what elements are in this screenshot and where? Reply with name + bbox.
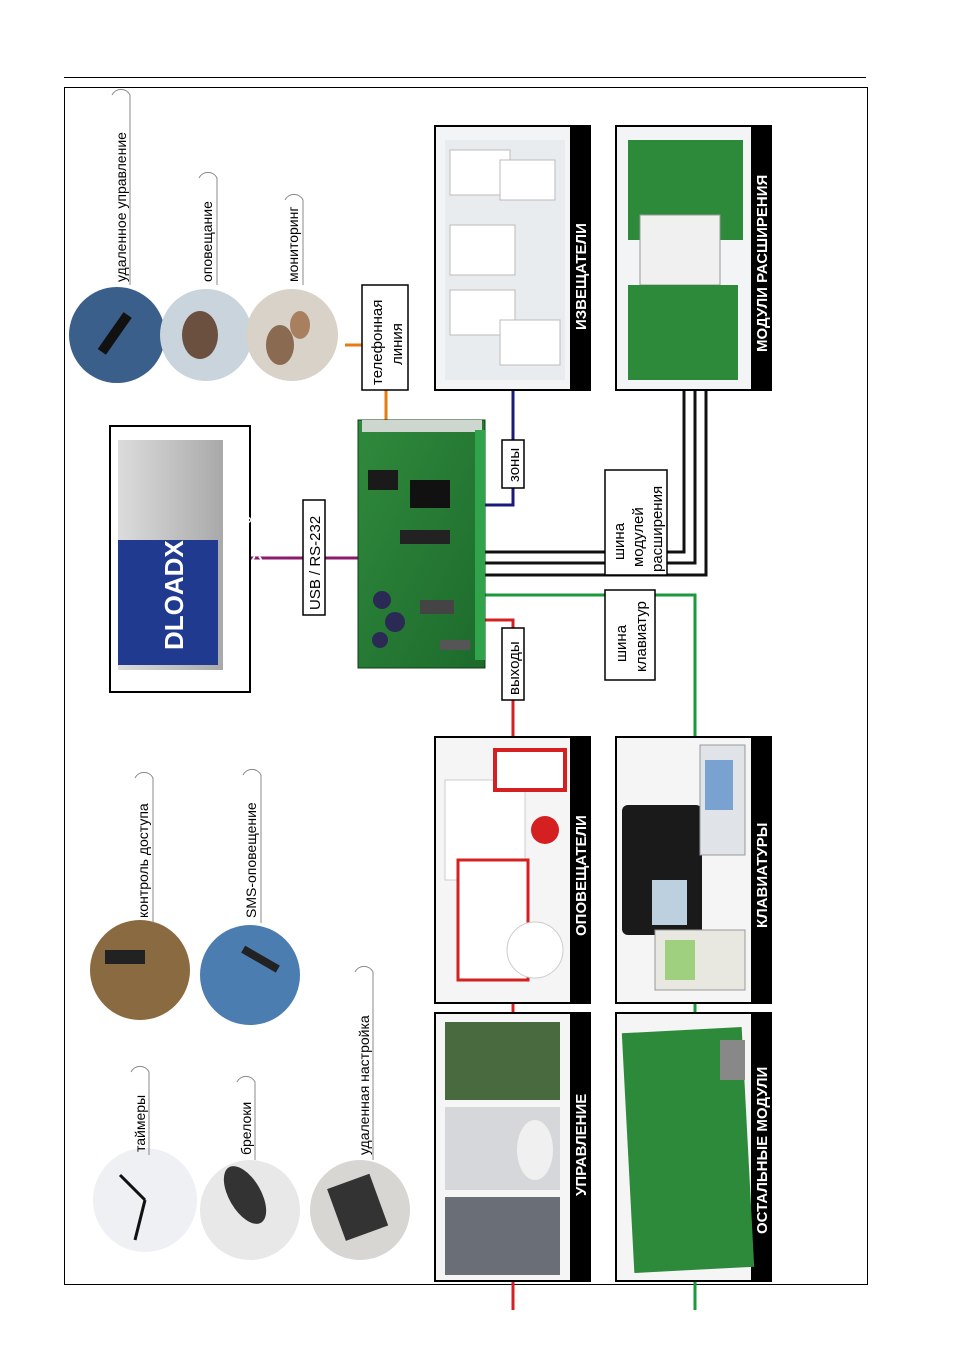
laptop-screen-logo: DLOADX <box>159 540 189 650</box>
feature-key-fobs: брелоки <box>200 1075 300 1260</box>
feature-timers: таймеры <box>93 1065 197 1252</box>
expansion-modules-panel: МОДУЛИ РАСШИРЕНИЯ <box>615 125 772 391</box>
usb-label-text: USB / RS-232 <box>307 516 324 610</box>
expansion-bus-label-2: модулей <box>630 507 647 567</box>
expansion-bus-label: шина модулей расширения <box>604 469 668 576</box>
feature-remote-setup-text: удаленная настройка <box>356 1015 372 1155</box>
feature-notification: оповещание <box>160 171 252 381</box>
phone-line-label-2: линия <box>389 323 406 365</box>
outputs-label-text: выходы <box>506 641 523 695</box>
local-setup-panel: DLOADX ЛОКАЛЬНАЯ НАСТРОЙКА <box>109 425 266 693</box>
sirens-panel: ОПОВЕЩАТЕЛИ <box>434 736 591 1004</box>
expansion-bus-line-1 <box>485 390 686 554</box>
feature-key-fobs-text: брелоки <box>238 1102 254 1155</box>
outputs-label: выходы <box>501 627 525 701</box>
feature-timers-text: таймеры <box>132 1095 148 1152</box>
feature-access-control: контроль доступа <box>90 771 190 1020</box>
feature-sms-notification: SMS-оповещение <box>200 768 300 1025</box>
keypads-panel: КЛАВИАТУРЫ <box>615 736 772 1004</box>
control-panel: УПРАВЛЕНИЕ <box>434 1012 591 1282</box>
other-modules-title: ОСТАЛЬНЫЕ МОДУЛИ <box>754 1067 771 1234</box>
feature-remote-setup: удаленная настройка <box>310 965 410 1260</box>
local-setup-title: ЛОКАЛЬНАЯ НАСТРОЙКА <box>248 494 266 688</box>
zones-label-text: зоны <box>506 448 523 482</box>
keypads-title: КЛАВИАТУРЫ <box>754 823 771 928</box>
feature-notification-text: оповещание <box>199 201 215 282</box>
feature-remote-control-text: удаленное управление <box>113 132 129 282</box>
control-title: УПРАВЛЕНИЕ <box>573 1094 590 1196</box>
feature-remote-control: удаленное управление <box>69 88 165 383</box>
zones-label: зоны <box>501 439 525 489</box>
control-panel-pcb <box>357 419 486 669</box>
zones-line <box>485 390 515 507</box>
sirens-title: ОПОВЕЩАТЕЛИ <box>573 815 590 936</box>
expansion-bus-line-3 <box>485 390 708 577</box>
usb-label: USB / RS-232 <box>302 499 326 616</box>
feature-monitoring-text: мониторинг <box>285 207 301 282</box>
phone-line-label-1: телефонная <box>369 300 386 385</box>
detectors-panel: ИЗВЕЩАТЕЛИ <box>434 125 591 391</box>
keypad-bus-label-2: клавиатур <box>633 601 650 672</box>
expansion-bus-line-2 <box>485 390 697 565</box>
phone-line-label: телефонная линия <box>361 284 409 391</box>
keypad-bus-label: шина клавиатур <box>604 589 656 681</box>
laptop-image: DLOADX <box>118 440 223 670</box>
expansion-modules-title: МОДУЛИ РАСШИРЕНИЯ <box>754 175 771 352</box>
detectors-title: ИЗВЕЩАТЕЛИ <box>573 223 590 330</box>
diagram-frame <box>64 87 868 1285</box>
expansion-bus-label-1: шина <box>611 522 628 560</box>
keypad-bus-label-1: шина <box>613 624 630 662</box>
header-rule <box>64 77 866 78</box>
expansion-bus-label-3: расширения <box>649 486 666 572</box>
feature-access-control-text: контроль доступа <box>135 803 151 918</box>
feature-sms-notification-text: SMS-оповещение <box>243 802 259 918</box>
feature-monitoring: мониторинг <box>246 193 338 381</box>
other-modules-panel: ОСТАЛЬНЫЕ МОДУЛИ <box>615 1012 772 1282</box>
